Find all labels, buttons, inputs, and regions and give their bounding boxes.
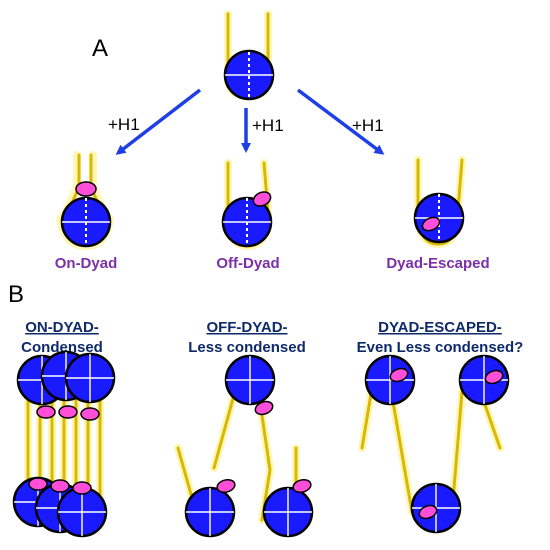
panel-a-letter: A bbox=[92, 35, 108, 62]
linker-histone-h1 bbox=[421, 216, 441, 232]
section-title-dyad-escaped-line1: DYAD-ESCAPED- bbox=[378, 319, 502, 336]
section-title-off-dyad-line2: Less condensed bbox=[188, 339, 306, 356]
linker-histone-h1 bbox=[252, 191, 272, 207]
nucleosome-dyad-escaped bbox=[413, 156, 466, 248]
h1-label-right: +H1 bbox=[352, 116, 384, 135]
h1-label-left: +H1 bbox=[108, 115, 140, 134]
panel-b-letter: B bbox=[8, 281, 24, 308]
section-title-off-dyad-line1: OFF-DYAD- bbox=[206, 319, 287, 336]
section-title-on-dyad-line2: Condensed bbox=[21, 339, 103, 356]
linker-histone-h1 bbox=[75, 181, 97, 197]
state-label-off-dyad: Off-Dyad bbox=[216, 255, 279, 272]
nucleosome-on-dyad bbox=[56, 151, 114, 250]
state-label-on-dyad: On-Dyad bbox=[55, 255, 118, 272]
section-title-on-dyad-line1: ON-DYAD- bbox=[25, 319, 99, 336]
condensed-fiber-on-dyad bbox=[12, 350, 116, 538]
fiber-dyad-escaped bbox=[358, 354, 510, 534]
state-label-dyad-escaped: Dyad-Escaped bbox=[386, 255, 489, 272]
h1-label-center: +H1 bbox=[252, 116, 284, 135]
nucleosome-no-h1 bbox=[223, 10, 275, 101]
fiber-off-dyad bbox=[174, 354, 314, 538]
nucleosome-off-dyad bbox=[221, 159, 273, 250]
section-title-dyad-escaped-line2: Even Less condensed? bbox=[357, 339, 524, 356]
arrow-to-on-dyad bbox=[115, 88, 202, 155]
arrow-to-dyad-escaped bbox=[296, 88, 385, 155]
